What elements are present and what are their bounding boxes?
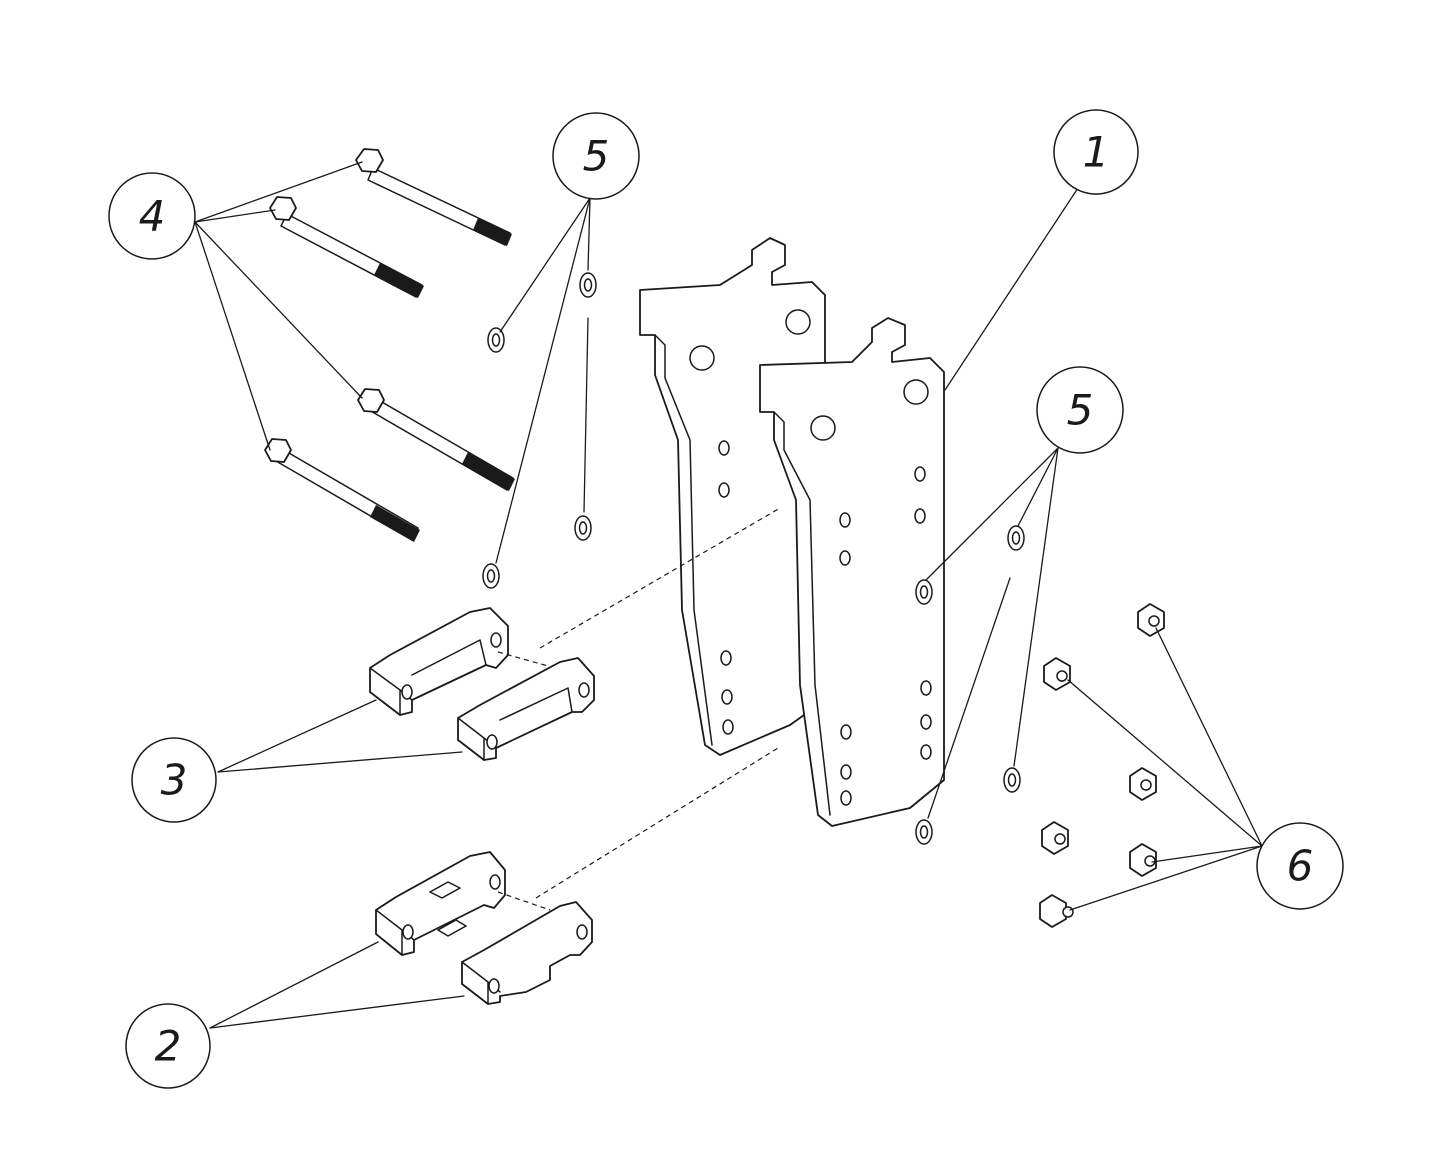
- spacer-block-lower-front: [461, 901, 593, 1005]
- mounting-plate-front: [759, 317, 945, 827]
- callout-5-top: 5: [552, 112, 640, 200]
- hex-nut-4: [1041, 821, 1069, 855]
- leader-lines: [194, 161, 1263, 1029]
- callout-1-label: 1: [1083, 128, 1110, 177]
- callout-4-label: 4: [139, 192, 166, 241]
- hex-bolt-2: [269, 196, 424, 298]
- hex-nut-2: [1043, 657, 1071, 691]
- callout-5-right: 5: [1036, 366, 1124, 454]
- callout-1: 1: [1053, 109, 1139, 195]
- callout-3: 3: [131, 737, 217, 823]
- alignment-lines: [497, 507, 781, 911]
- callout-4: 4: [108, 172, 196, 260]
- callout-3-label: 3: [161, 756, 188, 805]
- hex-bolt-3: [357, 388, 515, 491]
- callout-5-right-label: 5: [1067, 386, 1094, 435]
- spacer-block-upper-rear: [369, 607, 509, 716]
- spacer-block-lower-rear: [375, 851, 506, 956]
- callout-2-label: 2: [155, 1022, 182, 1071]
- hex-nut-3: [1129, 767, 1157, 801]
- hex-nut-1: [1137, 603, 1165, 637]
- callout-6: 6: [1256, 822, 1344, 910]
- hex-nut-5: [1129, 843, 1157, 877]
- hex-bolt-4: [264, 438, 420, 542]
- flat-washer-group-left: [482, 272, 597, 589]
- hex-nut-group: [1039, 603, 1165, 928]
- flat-washer-group-right: [915, 525, 1025, 845]
- callout-2: 2: [125, 1003, 211, 1089]
- callout-6-label: 6: [1287, 842, 1314, 891]
- spacer-block-upper-front: [457, 657, 595, 761]
- hex-nut-6: [1039, 894, 1074, 928]
- callout-5-top-label: 5: [583, 132, 610, 181]
- hex-bolt-1: [355, 148, 512, 246]
